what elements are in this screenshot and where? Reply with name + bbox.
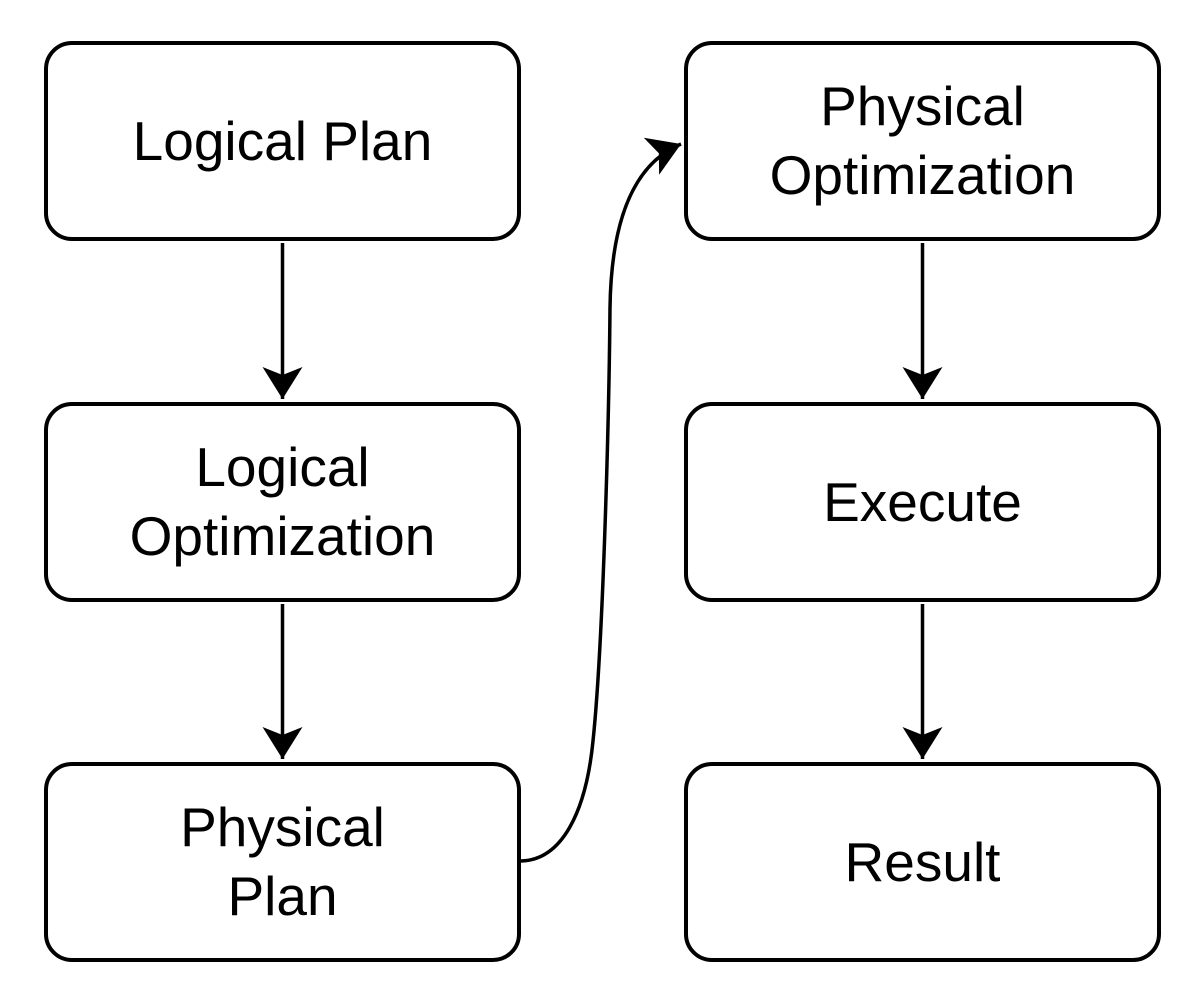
node-execute: Execute bbox=[684, 402, 1161, 602]
node-physical-plan: Physical Plan bbox=[44, 762, 521, 962]
node-result: Result bbox=[684, 762, 1161, 962]
node-physical-optimization-label-line2: Optimization bbox=[769, 144, 1076, 206]
node-logical-plan-label: Logical Plan bbox=[132, 109, 433, 172]
node-physical-plan-label-line2: Plan bbox=[227, 865, 338, 927]
node-physical-optimization: Physical Optimization bbox=[684, 41, 1161, 241]
node-logical-plan: Logical Plan bbox=[44, 41, 521, 241]
node-logical-optimization: Logical Optimization bbox=[44, 402, 521, 602]
node-logical-optimization-label-line2: Optimization bbox=[129, 505, 436, 567]
edge-physical-plan-to-physical-optimization bbox=[520, 137, 682, 863]
node-logical-optimization-label-line1: Logical bbox=[195, 436, 370, 499]
node-result-label: Result bbox=[844, 830, 1001, 893]
node-physical-optimization-label-line1: Physical bbox=[820, 75, 1025, 138]
node-execute-label: Execute bbox=[823, 470, 1022, 533]
node-physical-plan-label-line1: Physical bbox=[180, 796, 385, 859]
